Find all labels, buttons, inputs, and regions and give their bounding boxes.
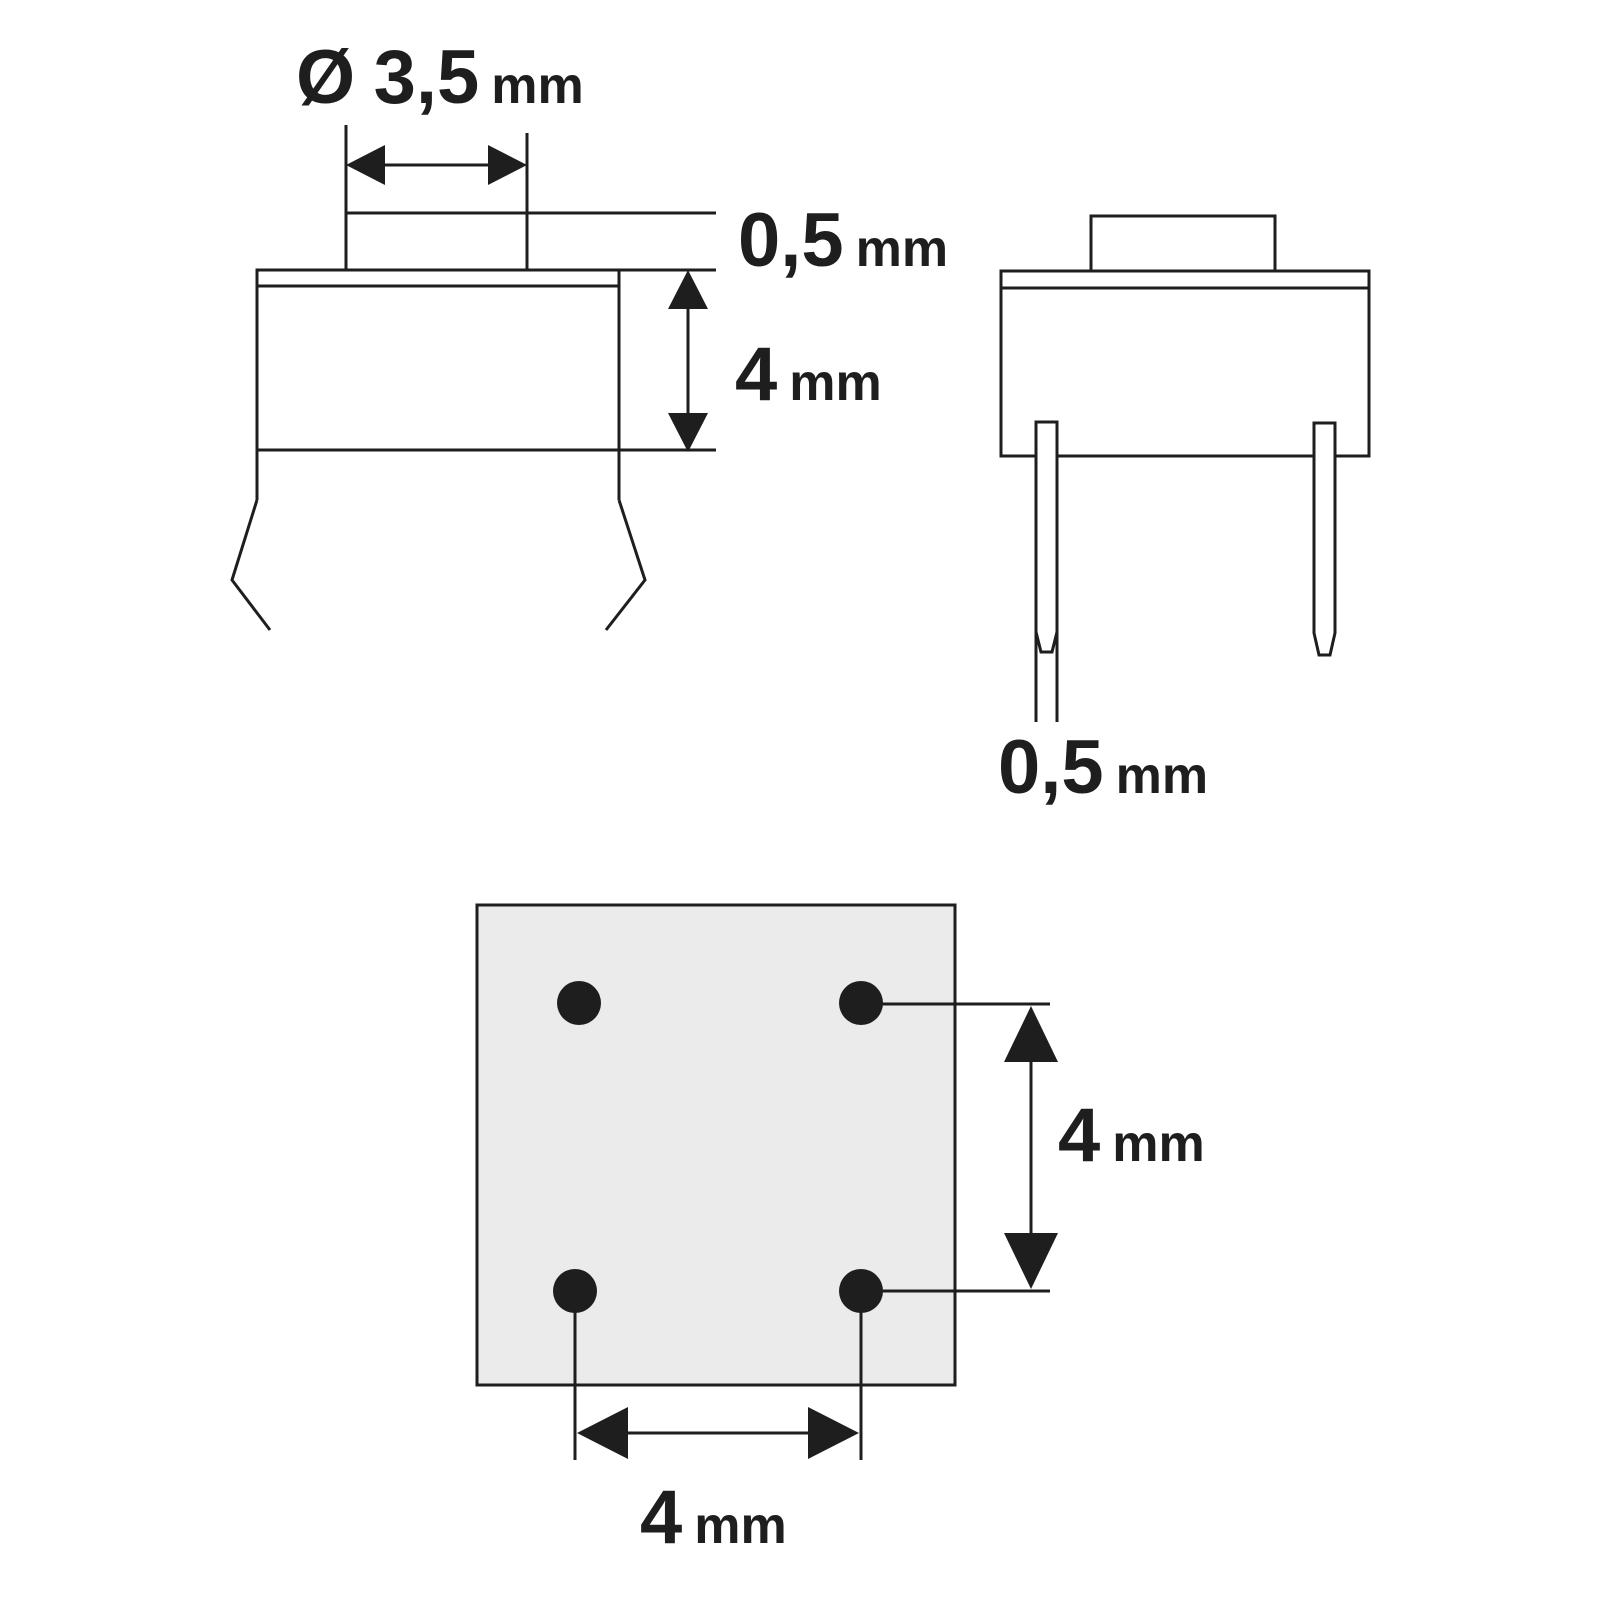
arrow-up-icon [1004,1006,1058,1062]
vertical-pitch-value: 4 [1058,1093,1101,1178]
horizontal-pitch-value: 4 [640,1475,683,1560]
diameter-symbol: Ø [296,35,356,120]
button-height-value: 0,5 [738,198,844,283]
arrow-up-icon [668,270,708,309]
pin-width-unit: mm [1115,747,1209,805]
arrow-left-icon [577,1407,628,1459]
front-view [999,214,1371,722]
horizontal-pitch-unit: mm [694,1497,787,1555]
vertical-pitch-unit: mm [1112,1115,1205,1173]
diameter-value: 3,5 [373,35,480,120]
arrow-right-icon [808,1407,859,1459]
arrow-right-icon [488,145,527,185]
pin-hole-icon [839,1269,883,1313]
side-view [230,125,716,631]
pin-hole-icon [557,981,601,1025]
arrow-down-icon [1004,1233,1058,1289]
pin-width-value: 0,5 [998,725,1104,810]
body-height-unit: mm [789,354,882,412]
arrow-down-icon [668,413,708,452]
button-height-unit: mm [855,220,949,278]
footprint-view [475,903,1058,1460]
pin-hole-icon [553,1269,597,1313]
pin-hole-icon [839,981,883,1025]
diameter-unit: mm [491,57,584,115]
body-height-value: 4 [735,332,778,417]
arrow-left-icon [346,145,385,185]
